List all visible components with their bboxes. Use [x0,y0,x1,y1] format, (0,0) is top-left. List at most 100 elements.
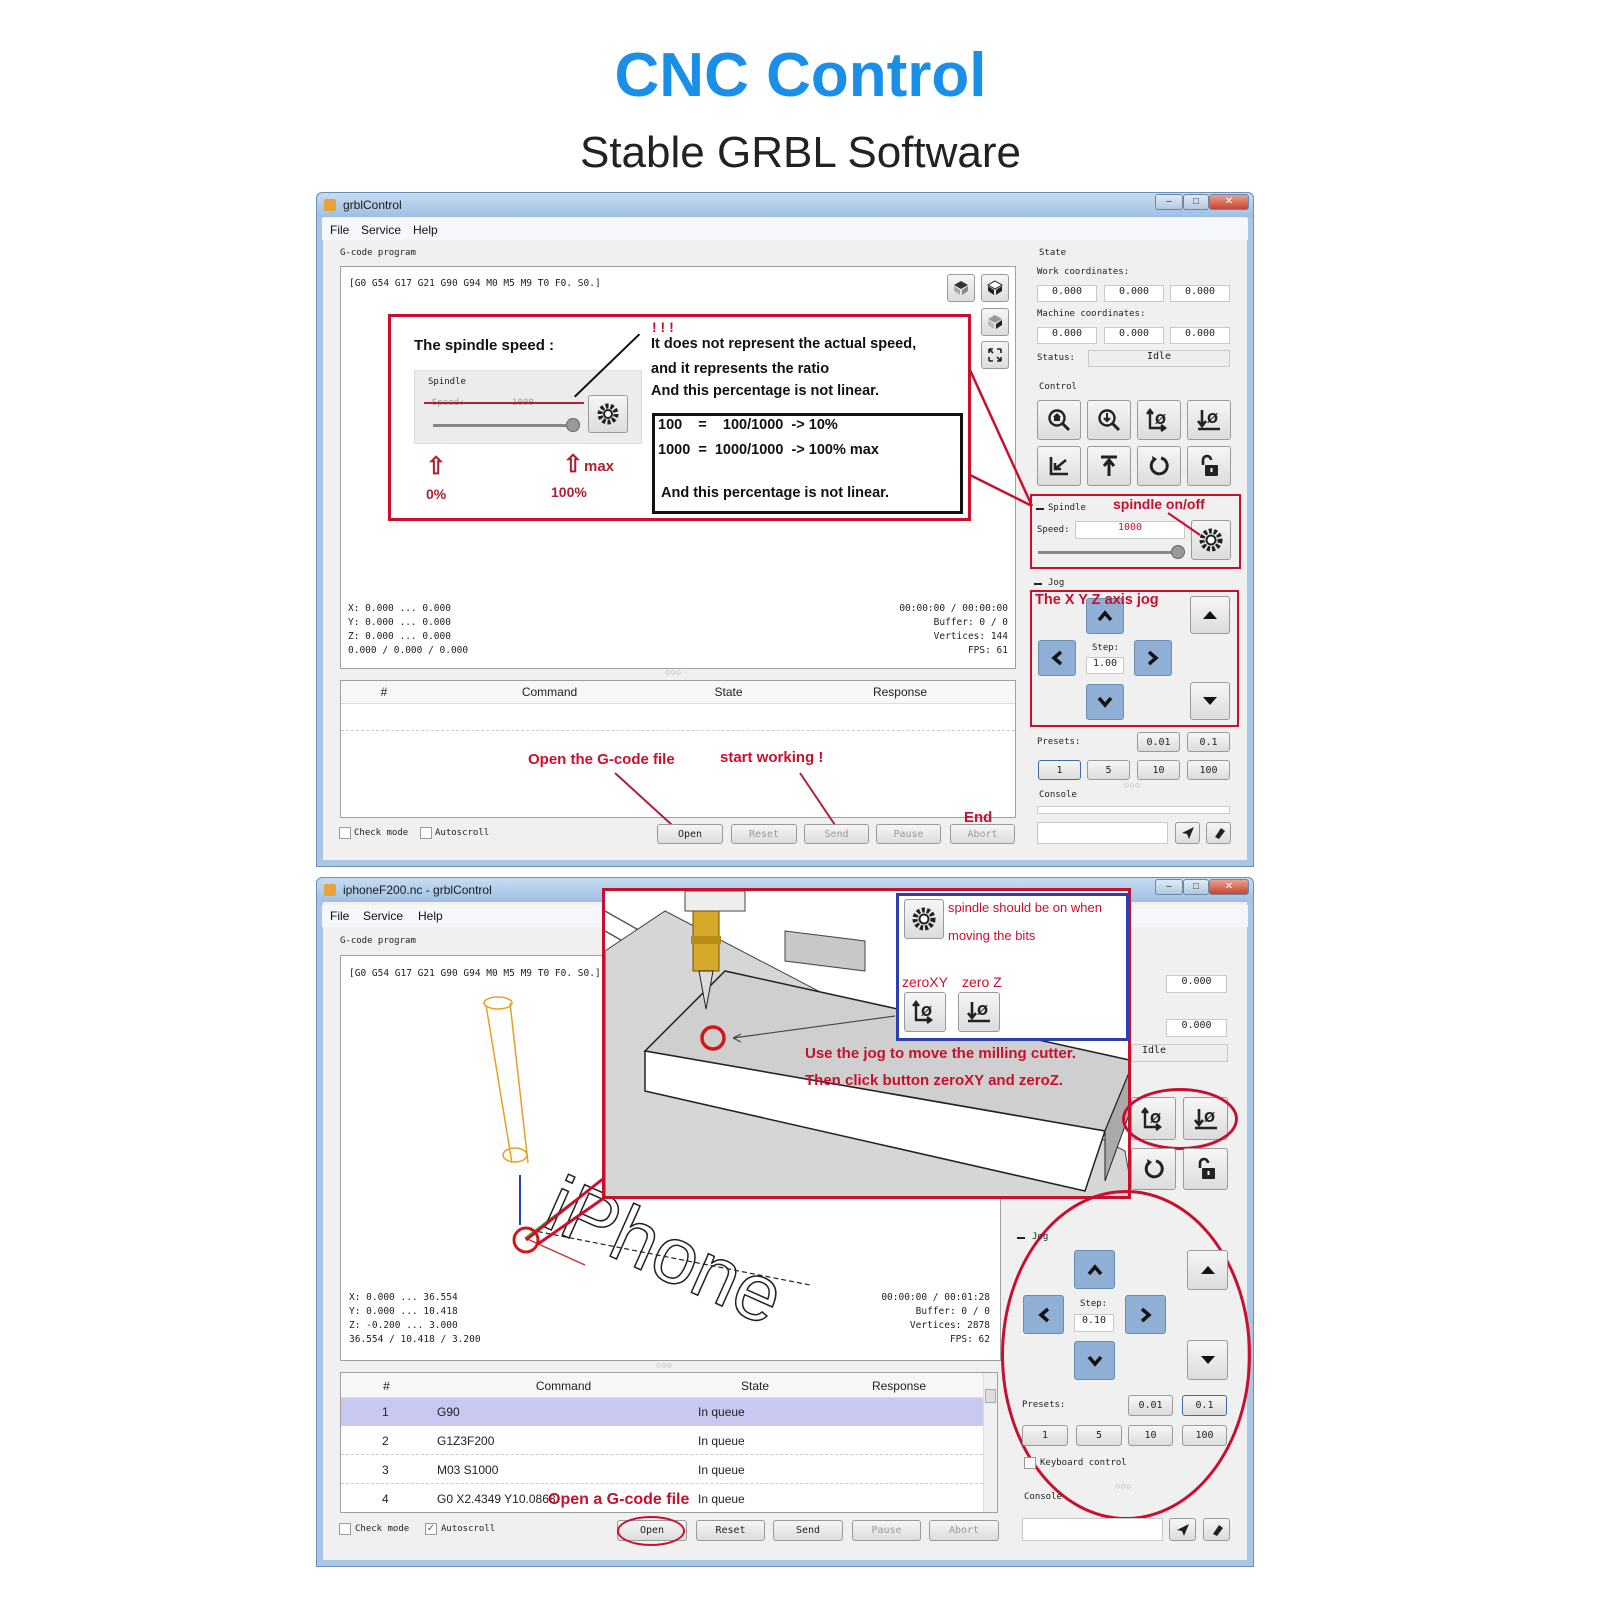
check-mode-checkbox[interactable] [339,827,351,839]
col-state[interactable]: State [740,1379,770,1393]
menu-help[interactable]: Help [418,909,443,923]
jog-x-minus-button[interactable] [1038,640,1076,676]
unlock-button[interactable] [1187,446,1231,486]
check-mode-checkbox[interactable] [339,1523,351,1535]
machine-z-field: 0.000 [1170,327,1230,344]
jog-x-minus-button[interactable] [1023,1295,1064,1334]
jog-z-minus-button[interactable] [1187,1340,1228,1380]
preset-0.01[interactable]: 0.01 [1137,732,1180,752]
preset-1[interactable]: 1 [1038,760,1081,780]
send-button[interactable]: Send [804,824,869,844]
keyboard-control-checkbox[interactable] [1024,1457,1036,1469]
minimize-button[interactable]: – [1155,879,1183,895]
table-scrollbar[interactable] [983,1373,997,1512]
col-response[interactable]: Response [872,685,928,699]
console-clear-button[interactable] [1203,1518,1230,1541]
send-button[interactable]: Send [773,1520,843,1541]
col-state[interactable]: State [714,685,743,699]
preset-1[interactable]: 1 [1022,1425,1068,1446]
menu-file[interactable]: File [330,909,350,923]
col-number[interactable]: # [383,1379,390,1393]
col-command[interactable]: Command [535,1379,592,1393]
speed-field[interactable]: 1000 [1075,521,1185,539]
jog-y-minus-button[interactable] [1074,1341,1115,1380]
preset-5[interactable]: 5 [1087,760,1130,780]
table-row[interactable] [341,1455,983,1484]
splitter-handle[interactable]: ○○○ [1124,780,1141,790]
soft-reset-button[interactable] [1131,1148,1176,1190]
pause-button[interactable]: Pause [852,1520,921,1541]
col-response[interactable]: Response [871,1379,927,1393]
abort-button[interactable]: Abort [950,824,1015,844]
jog-x-plus-button[interactable] [1134,640,1172,676]
zero-xy-button[interactable]: Ø [1137,400,1181,440]
strike-line [424,402,584,404]
menu-service[interactable]: Service [361,223,402,237]
preset-10[interactable]: 10 [1128,1425,1173,1446]
splitter-handle[interactable]: ○○○ [1115,1481,1132,1491]
zero-z-button[interactable]: Ø [1187,400,1231,440]
jog-x-plus-button[interactable] [1125,1295,1166,1334]
preset-0.1[interactable]: 0.1 [1187,732,1230,752]
minimize-button[interactable]: – [1155,194,1183,210]
collapse-icon[interactable] [1034,583,1042,585]
console-input[interactable] [1037,822,1168,844]
console-input[interactable] [1022,1518,1163,1541]
preset-0.01[interactable]: 0.01 [1128,1395,1173,1416]
jog-z-plus-button[interactable] [1187,1250,1228,1290]
close-button[interactable]: ✕ [1209,879,1249,895]
jog-z-plus-button[interactable] [1190,596,1230,634]
preset-100[interactable]: 100 [1187,760,1230,780]
jog-y-minus-button[interactable] [1086,684,1124,720]
unlock-button[interactable] [1183,1148,1228,1190]
reset-button[interactable]: Reset [731,824,797,844]
jog-z-minus-button[interactable] [1190,682,1230,720]
open-button[interactable]: Open [657,824,723,844]
splitter-handle[interactable]: ○○○ [656,1360,673,1370]
autoscroll-checkbox[interactable] [420,827,432,839]
pause-button[interactable]: Pause [876,824,941,844]
console-clear-button[interactable] [1206,822,1231,844]
restore-origin-button[interactable] [1037,446,1081,486]
console-send-button[interactable] [1169,1518,1196,1541]
preset-100[interactable]: 100 [1182,1425,1227,1446]
menu-service[interactable]: Service [363,909,404,923]
collapse-icon[interactable] [1017,1237,1025,1239]
col-command[interactable]: Command [521,685,578,699]
preset-5[interactable]: 5 [1076,1425,1122,1446]
table-row[interactable] [341,1398,983,1426]
autoscroll-checkbox[interactable]: ✓ [425,1523,437,1535]
view-front-button[interactable] [981,308,1009,336]
step-field[interactable]: 1.00 [1086,657,1124,674]
menu-file[interactable]: File [330,223,350,237]
menu-help[interactable]: Help [413,223,438,237]
table-row[interactable] [341,1426,983,1455]
preset-0.1[interactable]: 0.1 [1182,1395,1227,1416]
safe-position-button[interactable] [1087,446,1131,486]
view-fit-button[interactable] [981,341,1009,369]
spindle-toggle-button[interactable] [1191,520,1231,560]
collapse-icon[interactable] [1036,508,1044,510]
preset-10[interactable]: 10 [1137,760,1180,780]
machine-y-field: 0.000 [1104,327,1164,344]
step-field[interactable]: 0.10 [1074,1314,1114,1332]
probe-button[interactable] [1087,400,1131,440]
home-button[interactable] [1037,400,1081,440]
maximize-button[interactable]: □ [1183,194,1209,210]
speed-slider-handle[interactable] [1171,545,1185,559]
reset-button[interactable]: Reset [696,1520,765,1541]
close-button[interactable]: ✕ [1209,194,1249,210]
jog-y-plus-button[interactable] [1086,598,1124,634]
speed-slider[interactable] [1038,551,1178,554]
col-number[interactable]: # [380,685,388,699]
splitter-handle[interactable]: ○○○ [665,667,682,677]
maximize-button[interactable]: □ [1183,879,1209,895]
abort-button[interactable]: Abort [929,1520,999,1541]
scrollbar-thumb[interactable] [985,1389,996,1403]
jog-y-plus-button[interactable] [1074,1250,1115,1289]
view-top-button[interactable] [981,274,1009,302]
console-send-button[interactable] [1175,822,1200,844]
soft-reset-button[interactable] [1137,446,1181,486]
view-iso-button[interactable] [947,274,975,302]
